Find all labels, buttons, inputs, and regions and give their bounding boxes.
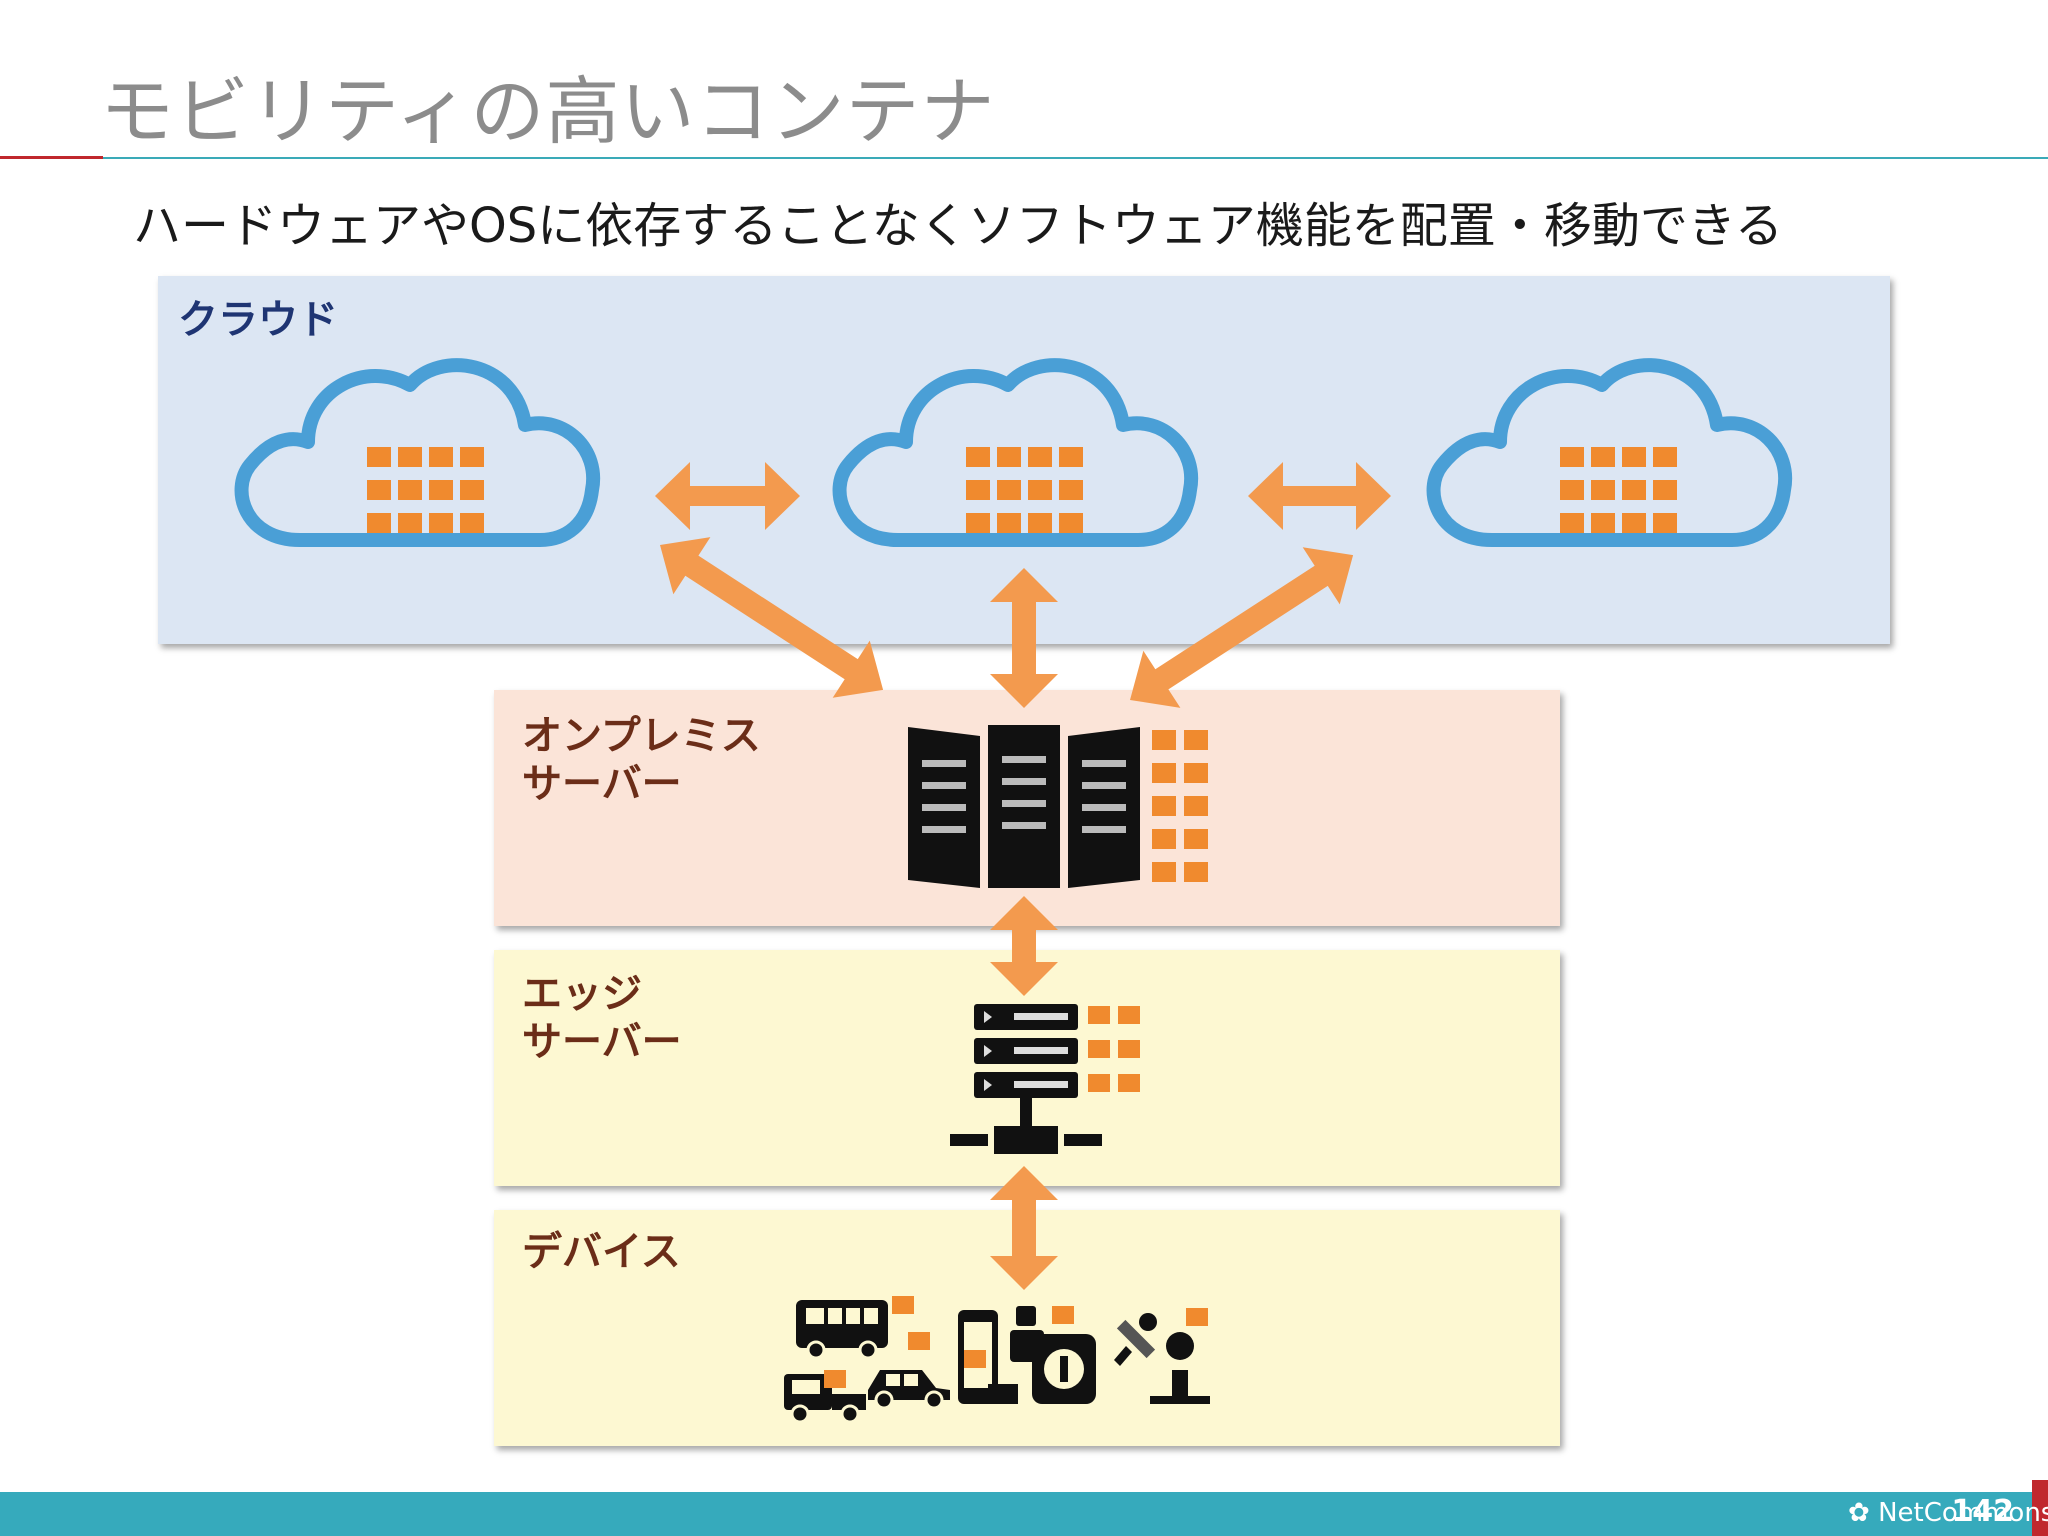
footer-bar: [0, 1492, 2048, 1536]
page-number: 142: [1951, 1494, 2014, 1529]
cloud-icon: [242, 365, 594, 540]
cloud-icon: [1434, 365, 1786, 540]
car-icon: [868, 1370, 950, 1410]
cloud-layer-label: クラウド: [178, 297, 338, 343]
container-grid-icon: [966, 447, 1083, 533]
brand-logo: ✿ NetCommons: [1848, 1498, 2048, 1528]
smartwatch-icon: [1010, 1306, 1096, 1404]
netcommons-logo-icon: ✿: [1848, 1498, 1879, 1528]
double-arrow-icon: [1248, 462, 1391, 530]
onprem-layer-label: オンプレミス サーバー: [522, 713, 761, 807]
edge-server-icon: [950, 1004, 1140, 1154]
footer-accent: [2032, 1480, 2048, 1536]
double-arrow-icon: [655, 462, 800, 530]
double-arrow-icon: [990, 1166, 1058, 1290]
double-arrow-icon: [990, 896, 1058, 996]
double-arrow-icon: [660, 537, 884, 698]
bus-icon: [796, 1300, 888, 1360]
cloud-icon: [840, 365, 1192, 540]
device-layer-label: デバイス: [522, 1229, 681, 1275]
container-grid-icon: [1088, 1006, 1140, 1092]
title-rule-teal: [103, 157, 2048, 159]
double-arrow-icon: [1130, 547, 1354, 708]
container-grid-icon: [1152, 730, 1208, 882]
truck-icon: [784, 1374, 866, 1424]
double-arrow-icon: [990, 568, 1058, 708]
container-grid-icon: [1560, 447, 1677, 533]
brand-name: NetCommons: [1878, 1498, 2048, 1528]
container-grid-icon: [824, 1296, 1208, 1388]
robot-arm-icon: [1114, 1313, 1210, 1404]
edge-layer-label: エッジ サーバー: [522, 971, 682, 1065]
title-rule-red: [0, 156, 103, 159]
slide-title: モビリティの高いコンテナ: [100, 69, 996, 155]
slide-subtitle: ハードウェアやOSに依存することなくソフトウェア機能を配置・移動できる: [133, 198, 1783, 254]
server-rack-icon: [908, 725, 1208, 888]
container-grid-icon: [367, 447, 484, 533]
